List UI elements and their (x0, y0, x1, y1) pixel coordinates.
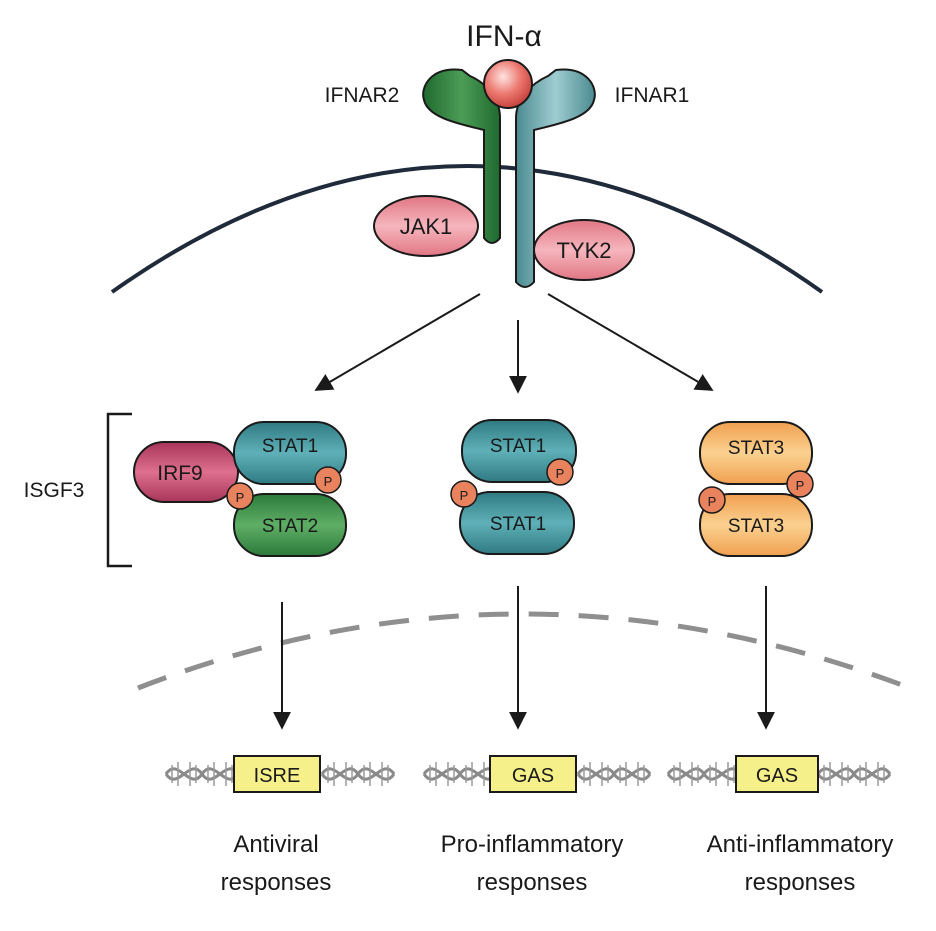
ligand-label: IFN-α (466, 20, 542, 53)
stat3-bottom-label: STAT3 (728, 516, 784, 537)
dna-isre: ISRE (164, 755, 396, 793)
stat3-top-label: STAT3 (728, 438, 784, 459)
stat1-protein-bottom (459, 491, 575, 555)
isre-label: ISRE (254, 765, 301, 787)
arrow-to-isgf3 (314, 293, 481, 391)
phospho-icon (314, 466, 342, 494)
phospho-label: P (460, 488, 469, 503)
antiviral-label-line2: responses (221, 869, 332, 896)
ifn-alpha-ligand (483, 59, 533, 109)
isre-element (233, 755, 321, 793)
gas-label: GAS (756, 765, 798, 787)
stat1-protein (233, 421, 347, 485)
pro-inflammatory-label-line1: Pro-inflammatory (441, 831, 624, 858)
jak1-label: JAK1 (400, 214, 453, 239)
stat2-protein (233, 493, 347, 557)
nuclear-membrane (137, 611, 911, 691)
stat3-protein-bottom (699, 493, 813, 557)
phospho-icon (226, 482, 254, 510)
stat1-top-label: STAT1 (490, 436, 546, 457)
stat1-label: STAT1 (262, 436, 318, 457)
stat2-label: STAT2 (262, 516, 318, 537)
anti-inflammatory-label-line1: Anti-inflammatory (707, 831, 894, 858)
phospho-icon (698, 486, 726, 514)
phospho-label: P (556, 466, 565, 481)
isgf3-label: ISGF3 (24, 479, 85, 502)
irf9-label: IRF9 (157, 462, 203, 485)
dna-gas-anti: GAS (666, 755, 892, 793)
gas-label: GAS (512, 765, 554, 787)
isgf3-bracket (106, 412, 132, 568)
jak1-kinase (373, 195, 479, 257)
arrow-to-stat3-dimer (547, 293, 714, 391)
gas-element (489, 755, 577, 793)
ifnar2-label: IFNAR2 (325, 84, 400, 107)
phospho-label: P (708, 494, 717, 509)
tyk2-label: TYK2 (556, 238, 611, 263)
antiviral-label-line1: Antiviral (233, 831, 318, 858)
ifnar1-label: IFNAR1 (615, 84, 690, 107)
phospho-label: P (324, 474, 333, 489)
stat1-homodimer: STAT1 STAT1 P P (450, 419, 577, 555)
phospho-icon (786, 470, 814, 498)
cell-membrane (110, 164, 824, 294)
tyk2-kinase (533, 219, 635, 281)
phospho-icon (450, 480, 478, 508)
pro-inflammatory-label-line2: responses (477, 869, 588, 896)
irf9-protein (133, 441, 239, 503)
phospho-icon (546, 458, 574, 486)
phospho-label: P (796, 478, 805, 493)
dna-gas-pro: GAS (422, 755, 652, 793)
isgf3-complex: IRF9 STAT2 STAT1 P P (133, 421, 347, 557)
stat3-protein-top (699, 421, 813, 485)
stat3-homodimer: STAT3 STAT3 P P (698, 421, 814, 557)
gas-element (735, 755, 819, 793)
stat1-bottom-label: STAT1 (490, 514, 546, 535)
phospho-label: P (236, 490, 245, 505)
anti-inflammatory-label-line2: responses (745, 869, 856, 896)
